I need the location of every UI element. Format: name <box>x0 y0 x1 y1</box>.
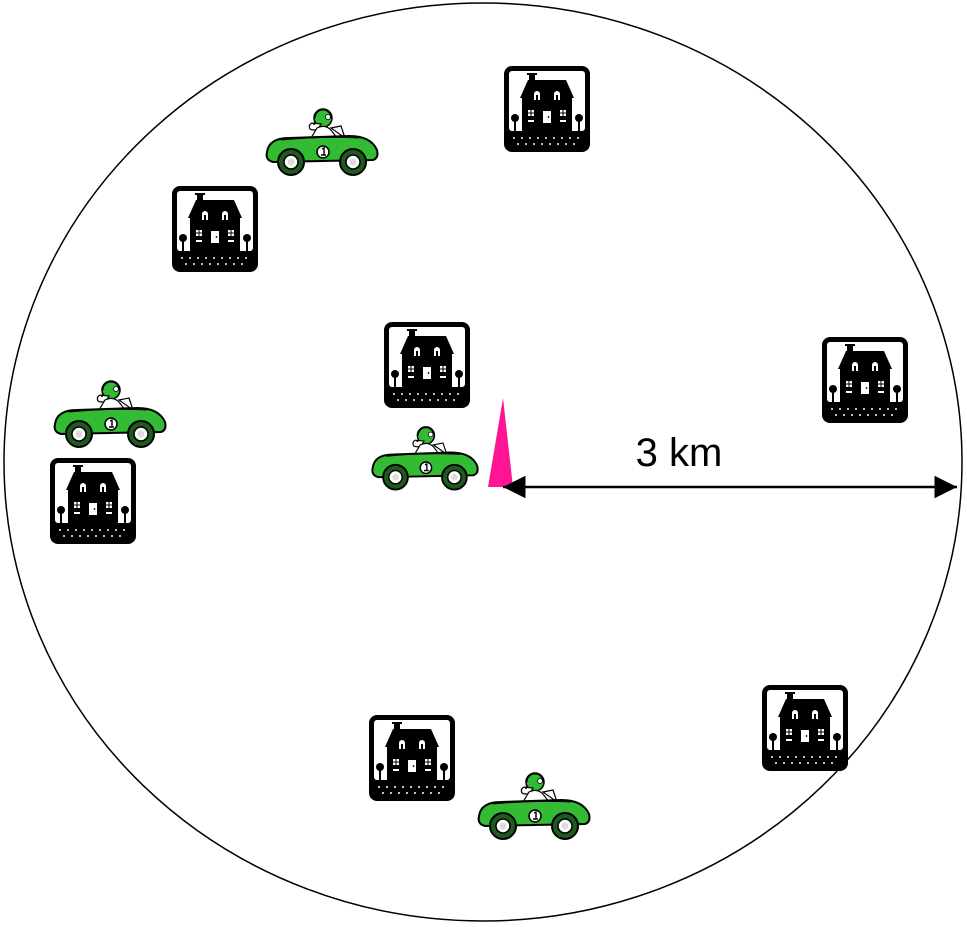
house-icon <box>822 337 908 423</box>
car-icon <box>371 425 479 491</box>
radius-label: 3 km <box>636 431 723 475</box>
house-icon <box>504 66 590 152</box>
house-icon <box>369 715 455 801</box>
house-icon <box>50 458 136 544</box>
car-icon <box>53 379 167 449</box>
car-icon <box>265 107 379 177</box>
house-icon <box>172 186 258 272</box>
coverage-boundary <box>3 2 963 922</box>
car-icon <box>477 771 591 841</box>
base-station-icon <box>488 398 513 487</box>
house-icon <box>384 322 470 408</box>
house-icon <box>762 685 848 771</box>
